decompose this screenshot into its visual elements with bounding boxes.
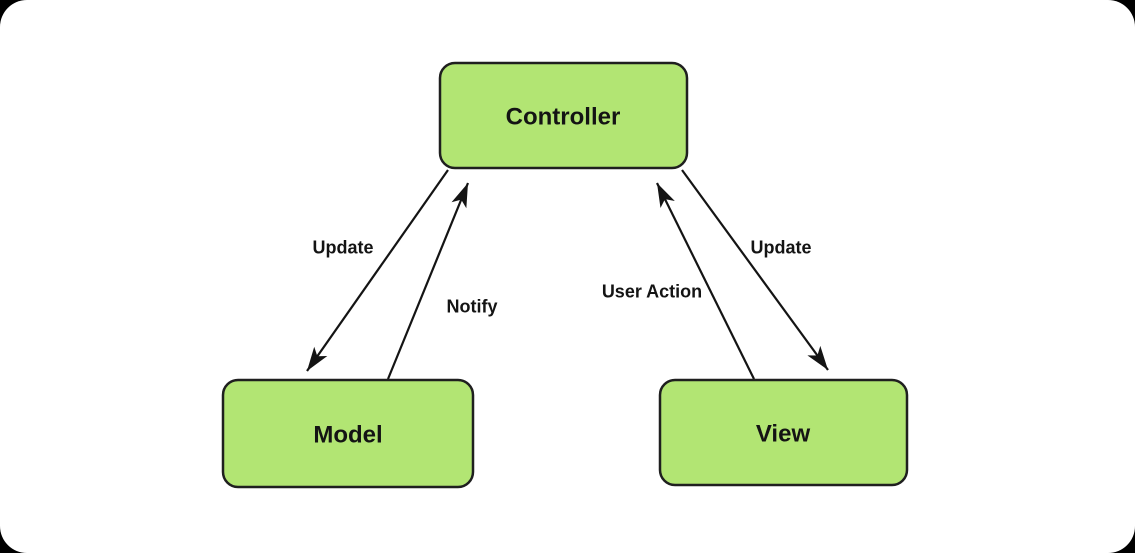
edge-label-user-action: User Action bbox=[602, 281, 702, 301]
node-controller-box bbox=[438, 61, 689, 170]
node-controller: Controller bbox=[438, 61, 689, 170]
edge-label-update-left: Update bbox=[312, 237, 373, 257]
edge-line-update-left bbox=[306, 169, 449, 372]
edge-line-notify bbox=[386, 182, 470, 380]
node-model: Model bbox=[221, 378, 475, 489]
edge-line-user-action bbox=[656, 182, 755, 380]
edge-controller-to-model: Update bbox=[306, 169, 449, 372]
edge-view-to-controller: User Action bbox=[602, 182, 755, 380]
edge-model-to-controller: Notify bbox=[386, 182, 498, 380]
edge-line-update-right bbox=[681, 169, 829, 371]
edge-label-update-right: Update bbox=[750, 237, 811, 257]
node-model-box bbox=[221, 378, 475, 489]
node-view-box bbox=[658, 378, 909, 487]
edge-label-notify: Notify bbox=[447, 296, 498, 316]
node-view-label: View bbox=[756, 420, 811, 447]
node-view: View bbox=[658, 378, 909, 487]
node-controller-label: Controller bbox=[506, 103, 621, 130]
node-model-label: Model bbox=[313, 421, 382, 448]
edge-controller-to-view: Update bbox=[681, 169, 829, 371]
